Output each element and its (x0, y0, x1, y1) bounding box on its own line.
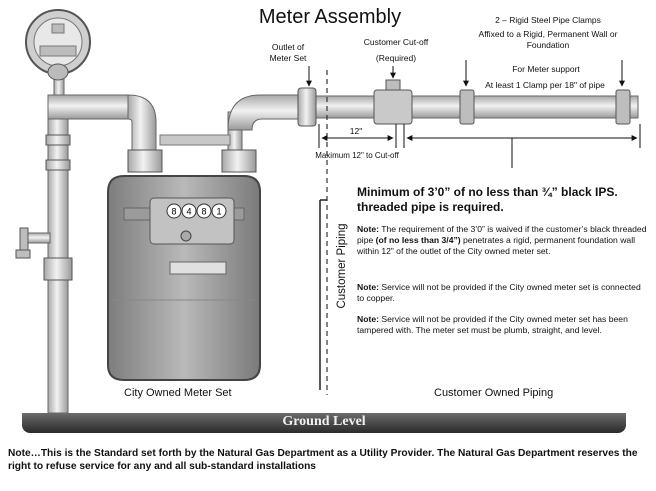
dimension-12-label: 12" (349, 126, 363, 136)
customer-bracket (319, 199, 327, 390)
note-tamper: Note: Service will not be provided if th… (357, 314, 649, 336)
page-title: Meter Assembly (258, 6, 402, 28)
dimension-lines (318, 124, 641, 168)
cutoff-label-line: Customer Cut-off (363, 37, 429, 47)
customer-piping-vertical-label: Customer Piping (336, 223, 348, 309)
cutoff-label: Customer Cut-off (Required) (348, 37, 444, 64)
note-text: Service will not be provided if the City… (357, 282, 641, 303)
pipe-clamp (459, 89, 631, 125)
note-text: Service will not be provided if the City… (357, 314, 628, 335)
regulator-gauge (25, 9, 91, 99)
support-label: For Meter support (512, 64, 580, 74)
ground-level-bar (22, 413, 626, 433)
meter-inlet-pipe (47, 94, 163, 173)
footer-note: Note…This is the Standard set forth by t… (8, 448, 638, 472)
max-cutoff-label: Maximum 12" to Cut-off (315, 151, 399, 160)
clamps-label-line: Foundation (526, 40, 570, 50)
meter-dials: 8 4 8 1 (166, 203, 227, 219)
dial-digit: 8 (201, 207, 206, 217)
note-copper: Note: Service will not be provided if th… (357, 282, 649, 304)
customer-owned-label: Customer Owned Piping (434, 387, 554, 399)
dial-digit: 1 (216, 207, 221, 217)
dial-digit: 4 (186, 207, 191, 217)
note-label: Note: (357, 282, 379, 292)
cutoff-label-line: (Required) (375, 53, 417, 63)
outlet-label: Outlet of Meter Set (258, 42, 318, 64)
clamp-spacing-label: At least 1 Clamp per 18" of pipe (485, 80, 605, 90)
dial-digit: 8 (171, 207, 176, 217)
outlet-label-line: Meter Set (269, 53, 307, 63)
city-owned-label: City Owned Meter Set (124, 387, 232, 399)
gas-meter (107, 175, 261, 381)
outlet-label-line: Outlet of (271, 42, 305, 52)
note-foundation: Note: The requirement of the 3’0” is wai… (357, 224, 649, 257)
requirement-line: Minimum of 3’0” of no less than ¾” black… (357, 185, 618, 199)
note-emphasis: (of no less than 3/4”) (375, 235, 461, 245)
leader-arrows (306, 60, 625, 87)
note-text: The requirement of the 3’0” is waived if… (357, 224, 647, 245)
side-valve (15, 227, 51, 259)
requirement-text: Minimum of 3’0” of no less than ¾” black… (357, 185, 652, 215)
meter-outlet-pipe (159, 94, 301, 173)
note-label: Note: (357, 314, 379, 324)
clamps-label-line: Affixed to a Rigid, Permanent Wall or (478, 29, 618, 39)
riser-pipe (43, 94, 73, 414)
clamps-label-line: 2 – Rigid Steel Pipe Clamps (495, 15, 601, 25)
requirement-line: threaded pipe is required. (357, 200, 504, 214)
note-text: penetrates a rigid, permanent foundation… (357, 235, 636, 256)
ground-level-label: Ground Level (282, 414, 366, 429)
clamps-label: 2 – Rigid Steel Pipe Clamps Affixed to a… (460, 15, 636, 51)
note-label: Note: (357, 224, 379, 234)
